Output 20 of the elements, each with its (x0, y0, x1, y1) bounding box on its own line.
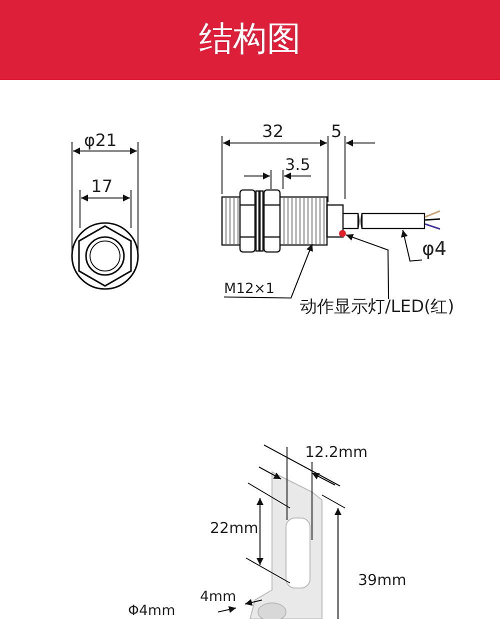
leader-line (224, 244, 313, 299)
dimension-label: 32 (262, 124, 284, 141)
dimension-label: 22mm (210, 521, 258, 536)
dimension-label: 3.5 (285, 157, 310, 173)
dimension-label: 5 (331, 124, 342, 141)
dimension-label: 12.2mm (305, 445, 368, 460)
leader-line (400, 230, 422, 262)
threaded-body (283, 198, 326, 244)
led-indicator (339, 230, 346, 237)
part-label: 动作显示灯/LED(红) (300, 299, 454, 316)
dimension-label: Φ4mm (128, 604, 176, 618)
leader-line (346, 234, 390, 299)
dimension-label: φ21 (84, 133, 117, 150)
dimension-label: 17 (91, 179, 113, 196)
dimension-label: 39mm (358, 573, 406, 588)
part-label: M12×1 (224, 282, 275, 296)
title: 结构图 (198, 22, 302, 56)
cable (343, 210, 441, 230)
dimension-label: 4mm (200, 590, 236, 604)
part-label: φ4 (422, 240, 447, 259)
